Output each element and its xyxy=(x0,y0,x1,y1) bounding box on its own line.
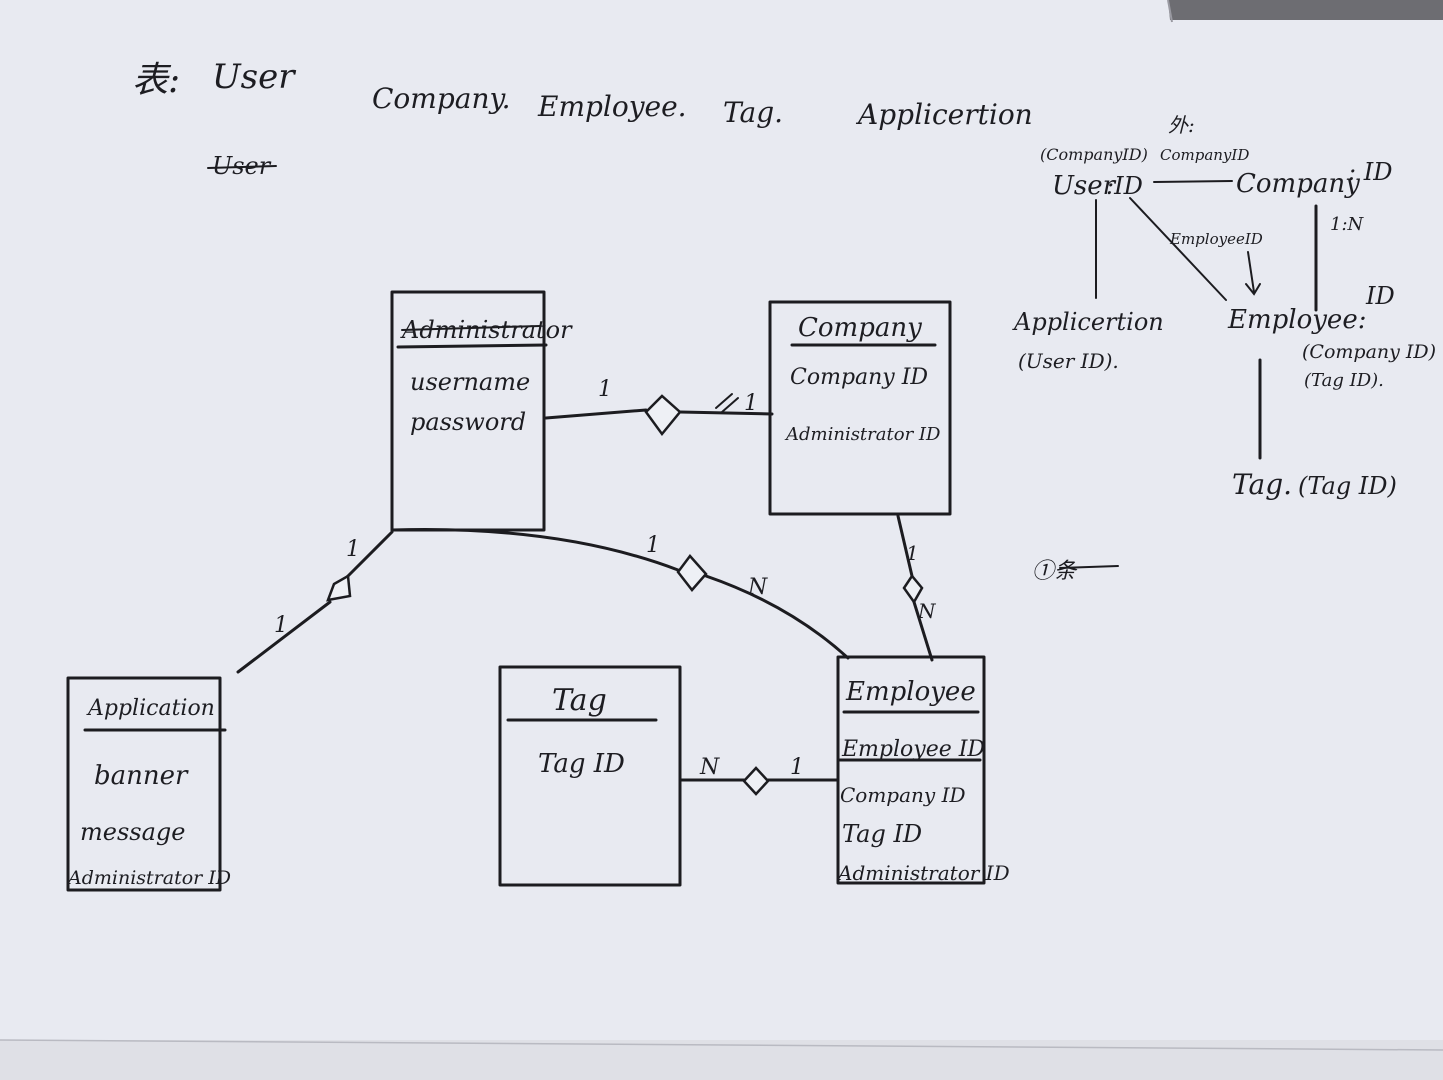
strikethrough xyxy=(207,165,277,169)
sketch-employee-note: (Company ID) xyxy=(1302,341,1436,363)
entity-employee: Employee Employee ID Company ID Tag ID A… xyxy=(836,655,1010,885)
sketch-foreign-key: CompanyID xyxy=(1160,146,1249,164)
header-prefix: 表: xyxy=(132,60,180,101)
entity-field: Tag ID xyxy=(842,820,922,848)
cardinality-label: 1 xyxy=(646,533,660,558)
entity-field: Company ID xyxy=(790,365,928,390)
entity-field: Tag ID xyxy=(538,749,625,779)
entity-title: Application xyxy=(86,696,215,721)
entity-field: Administrator ID xyxy=(66,867,231,889)
misc-strikethrough xyxy=(1059,565,1119,569)
cardinality-label: 1 xyxy=(790,755,804,780)
entity-company: Company Company ID Administrator ID xyxy=(768,300,952,516)
misc-note: ①条 xyxy=(1032,559,1078,584)
sketch-company-id: : ID xyxy=(1348,158,1392,186)
header-table-company: Company. xyxy=(372,82,510,115)
header-table-application: Applicertion xyxy=(855,98,1033,131)
entity-title: Tag xyxy=(552,683,607,718)
cardinality-label: 1 xyxy=(598,377,612,402)
relation-admin-employee: 1 N xyxy=(390,528,850,660)
entity-administrator: Administrator username password xyxy=(390,290,573,532)
cardinality-label: 1 xyxy=(906,541,919,565)
sketch-ratio: 1:N xyxy=(1330,214,1365,235)
cardinality-label: 1 xyxy=(346,537,360,562)
cardinality-label: N xyxy=(699,755,720,780)
cardinality-label: 1 xyxy=(744,391,758,416)
sketch-employee-id: ID xyxy=(1365,282,1395,310)
entity-field: username xyxy=(410,368,530,396)
cardinality-label: 1 xyxy=(274,613,288,638)
cardinality-label: N xyxy=(747,575,768,600)
sketch-foreign-label: 外: xyxy=(1168,113,1195,137)
sketch-user-id: :ID xyxy=(1106,172,1143,200)
entity-field: Administrator ID xyxy=(836,861,1010,885)
relation-admin-application: 1 1 xyxy=(236,530,394,674)
sketch-company-id-note: (CompanyID) xyxy=(1040,145,1148,164)
sketch-application-note: (User ID). xyxy=(1018,349,1119,373)
sketch-company: Company xyxy=(1236,169,1360,199)
entity-field: banner xyxy=(94,761,189,791)
entity-tag: Tag Tag ID xyxy=(498,665,682,887)
relation-tag-employee: N 1 xyxy=(678,755,840,796)
entity-field: message xyxy=(80,818,185,846)
header-table-user: User xyxy=(212,57,296,97)
sketch-application: Applicertion xyxy=(1012,308,1164,336)
entity-field: password xyxy=(410,408,526,436)
header-table-tag: Tag. xyxy=(723,96,783,129)
fold-line xyxy=(0,1039,1443,1051)
entity-application: Application banner message Administrator… xyxy=(66,676,231,892)
entity-field: Company ID xyxy=(840,783,966,807)
paper-edge xyxy=(1167,0,1173,23)
sketch-employee: Employee: xyxy=(1227,305,1366,335)
sketch-employee-note: (Tag ID). xyxy=(1304,370,1384,391)
sketch-user: User xyxy=(1052,171,1117,201)
header-table-employee: Employee. xyxy=(537,90,687,123)
schema-sketch: 外: (CompanyID) CompanyID User :ID Compan… xyxy=(1012,113,1436,501)
entity-title: Company xyxy=(798,313,922,343)
paper-bottom-fold xyxy=(0,1040,1443,1080)
cardinality-label: N xyxy=(917,599,937,623)
relation-company-employee: 1 N xyxy=(896,514,937,662)
sketch-tag-note: (Tag ID) xyxy=(1298,472,1397,500)
entity-title: Employee xyxy=(845,677,976,707)
sketch-employee-id-note: EmployeeID xyxy=(1169,230,1263,248)
entity-field: Administrator ID xyxy=(784,424,941,445)
entity-field: Employee ID xyxy=(841,737,985,762)
relation-admin-company: 1 1 xyxy=(544,377,774,437)
sketch-tag: Tag. xyxy=(1232,468,1292,501)
